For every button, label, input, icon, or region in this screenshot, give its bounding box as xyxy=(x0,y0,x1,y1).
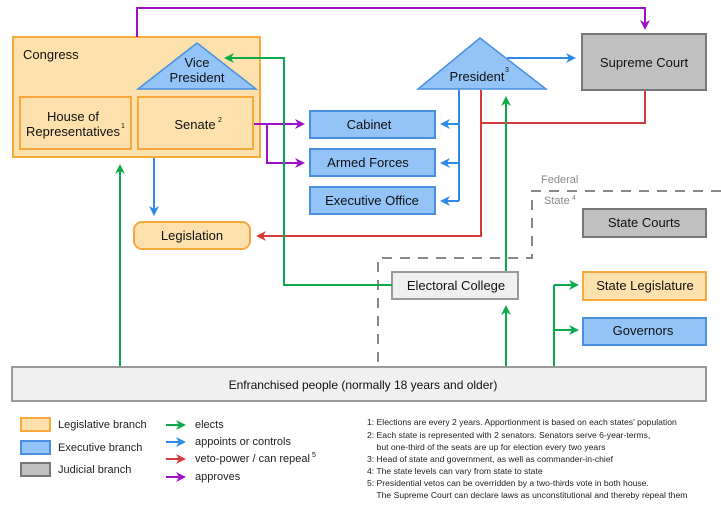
footnote-1: 1: Elections are every 2 years. Apportio… xyxy=(367,417,677,427)
legend-approves-label: approves xyxy=(195,471,241,483)
electoral-college-node[interactable]: Electoral College xyxy=(391,271,519,300)
federal-label: Federal xyxy=(541,174,578,186)
legend-executive-label: Executive branch xyxy=(58,442,142,454)
executive-office-label: Executive Office xyxy=(325,193,419,208)
legend-veto-footnote: 5 xyxy=(312,452,316,459)
footnote-2-continued: but one-third of the seats are up for el… xyxy=(367,442,605,452)
legend-veto-label: veto-power / can repeal xyxy=(195,453,310,465)
footnotes: 1: Elections are every 2 years. Apportio… xyxy=(367,417,687,500)
senate-label: Senate xyxy=(174,117,215,132)
senate-node[interactable]: Senate 2 xyxy=(137,96,254,150)
house-label-1: House of xyxy=(47,109,99,124)
governors-node[interactable]: Governors xyxy=(582,317,707,346)
vice-president-label-1: Vice xyxy=(184,55,209,70)
legend-judicial: Judicial branch xyxy=(20,462,131,477)
legend-legislative-label: Legislative branch xyxy=(58,419,147,431)
legend-appoints: appoints or controls xyxy=(166,436,291,448)
legend-elects: elects xyxy=(166,419,224,431)
governors-label: Governors xyxy=(613,323,674,338)
president-label: President xyxy=(450,69,505,84)
state-legislature-node[interactable]: State Legislature xyxy=(582,271,707,301)
enfranchised-people-label: Enfranchised people (normally 18 years a… xyxy=(229,378,498,392)
cabinet-label: Cabinet xyxy=(347,117,392,132)
congress-label: Congress xyxy=(23,47,79,62)
state-legislature-label: State Legislature xyxy=(596,278,694,293)
house-of-representatives-node[interactable]: House of Representatives 1 xyxy=(19,96,132,150)
footnote-4: 4: The state levels can vary from state … xyxy=(367,466,543,476)
cabinet-node[interactable]: Cabinet xyxy=(309,110,436,139)
electoral-college-label: Electoral College xyxy=(407,278,505,293)
vice-president-node[interactable]: Vice President xyxy=(135,42,259,90)
supreme-court-label: Supreme Court xyxy=(600,55,689,70)
legend-appoints-label: appoints or controls xyxy=(195,436,291,448)
state-footnote: 4 xyxy=(572,195,576,202)
arrow-supreme-court-repeal xyxy=(481,91,646,124)
legend-judicial-label: Judicial branch xyxy=(58,464,131,476)
senate-footnote: 2 xyxy=(218,117,222,124)
arrow-electoral-college-elects-vice-president xyxy=(224,53,392,286)
armed-forces-node[interactable]: Armed Forces xyxy=(309,148,436,177)
president-footnote: 3 xyxy=(505,67,509,74)
legend-legislative: Legislative branch xyxy=(20,417,147,432)
state-courts-node[interactable]: State Courts xyxy=(582,208,707,238)
footnote-5-continued: The Supreme Court can declare laws as un… xyxy=(367,490,687,500)
arrow-president-veto-legislation xyxy=(256,90,482,241)
legend-veto: veto-power / can repeal 5 xyxy=(166,452,316,465)
state-label: State xyxy=(544,195,570,207)
supreme-court-node[interactable]: Supreme Court xyxy=(581,33,707,91)
legend-elects-label: elects xyxy=(195,419,224,431)
federal-state-boundary xyxy=(377,190,721,366)
footnote-3: 3: Head of state and government, as well… xyxy=(367,454,614,464)
arrow-congress-approves-supreme-court xyxy=(136,7,650,37)
armed-forces-label: Armed Forces xyxy=(327,155,409,170)
legend: Legislative branch Executive branch Judi… xyxy=(20,417,316,483)
legislation-node[interactable]: Legislation xyxy=(133,221,251,250)
footnote-2: 2: Each state is represented with 2 sena… xyxy=(367,430,650,440)
executive-office-node[interactable]: Executive Office xyxy=(309,186,436,215)
legend-executive: Executive branch xyxy=(20,440,142,455)
state-courts-label: State Courts xyxy=(608,215,681,230)
house-label-2: Representatives xyxy=(26,124,120,139)
enfranchised-people-node[interactable]: Enfranchised people (normally 18 years a… xyxy=(11,366,707,402)
legislation-label: Legislation xyxy=(161,228,223,243)
president-node[interactable]: President 3 xyxy=(415,37,549,90)
footnote-5: 5: Presidential vetos can be overridden … xyxy=(367,478,649,488)
legend-approves: approves xyxy=(166,471,241,483)
house-footnote: 1 xyxy=(121,123,125,130)
vice-president-label-2: President xyxy=(170,70,225,85)
arrow-senate-approves-armed-forces xyxy=(266,124,305,168)
